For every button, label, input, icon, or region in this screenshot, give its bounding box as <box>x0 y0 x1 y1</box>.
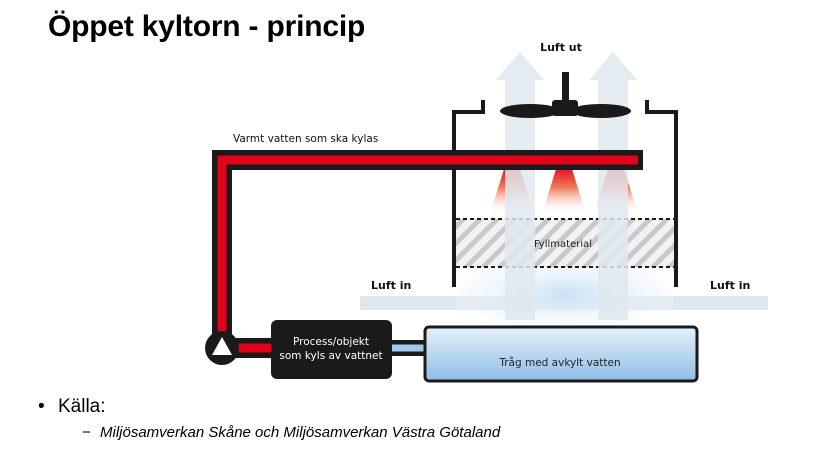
process-box <box>271 320 392 379</box>
basin-label: Tråg med avkylt vatten <box>498 356 620 369</box>
tower-frame-left <box>452 100 485 287</box>
bullet-icon: • <box>38 396 45 417</box>
hot-water-pipe <box>212 150 643 358</box>
water-mist <box>456 266 674 334</box>
process-label-line1: Process/objekt <box>293 336 369 348</box>
fill-material-label: Fyllmaterial <box>534 239 592 250</box>
spray-nozzle-icon <box>542 166 586 214</box>
process-label-line2: som kyls av vattnet <box>279 350 382 362</box>
air-flow-arrow-right <box>589 52 637 320</box>
air-flow-arrow-left <box>496 52 544 320</box>
pump-icon <box>205 331 239 365</box>
air-out-label: Luft ut <box>540 41 582 54</box>
source-section: • Källa: −Miljösamverkan Skåne och Miljös… <box>38 396 500 441</box>
source-heading-line: • Källa: <box>38 396 500 418</box>
source-heading: Källa: <box>58 396 106 417</box>
fan-icon <box>500 72 631 118</box>
page-title: Öppet kyltorn - princip <box>48 10 366 43</box>
basin <box>423 325 699 383</box>
air-in-right-label: Luft in <box>710 279 750 292</box>
fill-material <box>456 219 674 267</box>
source-text: Miljösamverkan Skåne och Miljösamverkan … <box>100 424 501 441</box>
source-text-line: −Miljösamverkan Skåne och Miljösamverkan… <box>82 424 500 441</box>
warm-water-label: Varmt vatten som ska kylas <box>233 133 378 145</box>
dash-icon: − <box>82 424 91 441</box>
air-in-left-label: Luft in <box>371 279 411 292</box>
tower-frame-right <box>645 100 678 287</box>
